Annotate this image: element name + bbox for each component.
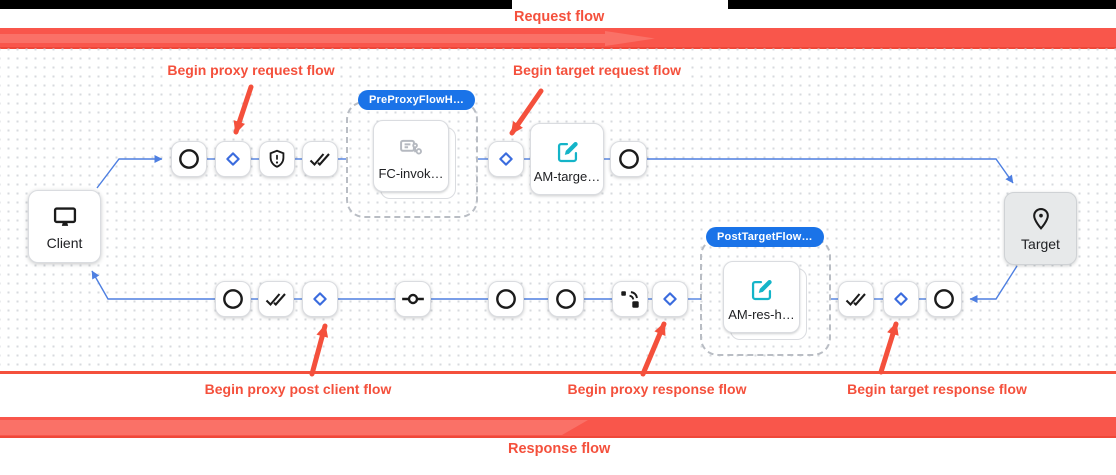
- response-step-post-client-begin[interactable]: [302, 281, 338, 317]
- signal-icon: [621, 291, 639, 308]
- response-step-proxy-response-begin[interactable]: [652, 281, 688, 317]
- response-flow-arrow: [0, 420, 588, 435]
- monitor-icon: [53, 206, 76, 226]
- request-flow-bar: [0, 28, 1116, 49]
- response-step-circle-1[interactable]: [488, 281, 524, 317]
- circle-icon: [618, 149, 639, 169]
- circle-icon: [556, 289, 576, 309]
- circle-icon: [934, 289, 954, 309]
- double-check-icon: [309, 153, 330, 167]
- response-step-commit[interactable]: [395, 281, 431, 317]
- dot-grid-canvas[interactable]: [0, 48, 1116, 371]
- annotation-begin-proxy-response-flow: Begin proxy response flow: [562, 380, 752, 398]
- pre-proxy-flow-hook-badge[interactable]: PreProxyFlowH…: [358, 90, 476, 110]
- fc-invoke-label: FC-invok…: [378, 166, 444, 181]
- circle-icon: [496, 289, 516, 309]
- response-step-verify[interactable]: [258, 281, 294, 317]
- edit-square-icon: [751, 279, 772, 300]
- annotation-begin-target-response-flow: Begin target response flow: [842, 380, 1032, 398]
- diamond-icon: [894, 292, 908, 306]
- request-step-proxy-flow-begin[interactable]: [215, 141, 251, 177]
- diamond-icon: [313, 292, 327, 306]
- response-step-end[interactable]: [215, 281, 251, 317]
- diamond-icon: [226, 152, 240, 166]
- flow-callout-icon: [400, 139, 422, 155]
- edit-square-icon: [557, 141, 578, 162]
- annotation-begin-proxy-post-client-flow: Begin proxy post client flow: [199, 380, 397, 398]
- shield-icon: [269, 149, 285, 168]
- response-step-target-response-begin[interactable]: [883, 281, 919, 317]
- request-step-start[interactable]: [171, 141, 207, 177]
- double-check-icon: [265, 293, 286, 307]
- policy-node-fc-invoke[interactable]: FC-invok…: [373, 120, 449, 192]
- diamond-icon: [663, 292, 677, 306]
- location-pin-icon: [1032, 207, 1049, 230]
- response-step-circle-2[interactable]: [548, 281, 584, 317]
- response-step-verify-2[interactable]: [838, 281, 874, 317]
- client-label: Client: [46, 234, 83, 251]
- double-check-icon: [845, 293, 866, 307]
- bottom-annotation-line: [0, 371, 1116, 374]
- policy-node-am-response[interactable]: AM-res-h…: [723, 261, 800, 333]
- response-step-broadcast[interactable]: [612, 281, 648, 317]
- annotation-begin-target-request-flow: Begin target request flow: [507, 61, 687, 79]
- post-target-flow-hook-badge[interactable]: PostTargetFlow…: [706, 227, 824, 247]
- am-response-label: AM-res-h…: [728, 306, 795, 322]
- request-flow-label-background: [512, 0, 728, 9]
- am-target-label: AM-targe…: [533, 168, 601, 184]
- request-step-target-flow-begin[interactable]: [488, 141, 524, 177]
- target-node[interactable]: Target: [1004, 192, 1077, 265]
- request-flow-arrow: [0, 31, 655, 46]
- policy-node-am-target[interactable]: AM-targe…: [530, 123, 604, 195]
- response-flow-bar: [0, 417, 1116, 438]
- request-step-end[interactable]: [610, 141, 647, 177]
- diamond-icon: [499, 152, 513, 166]
- circle-icon: [223, 289, 243, 309]
- target-label: Target: [1021, 235, 1060, 252]
- circle-icon: [179, 149, 199, 169]
- client-node[interactable]: Client: [28, 190, 101, 263]
- request-step-security[interactable]: [259, 141, 295, 177]
- annotation-begin-proxy-request-flow: Begin proxy request flow: [162, 61, 340, 79]
- response-step-start[interactable]: [926, 281, 962, 317]
- response-flow-title: Response flow: [508, 441, 611, 457]
- request-flow-title: Request flow: [514, 9, 605, 25]
- request-step-verify[interactable]: [302, 141, 338, 177]
- commit-icon: [402, 293, 424, 305]
